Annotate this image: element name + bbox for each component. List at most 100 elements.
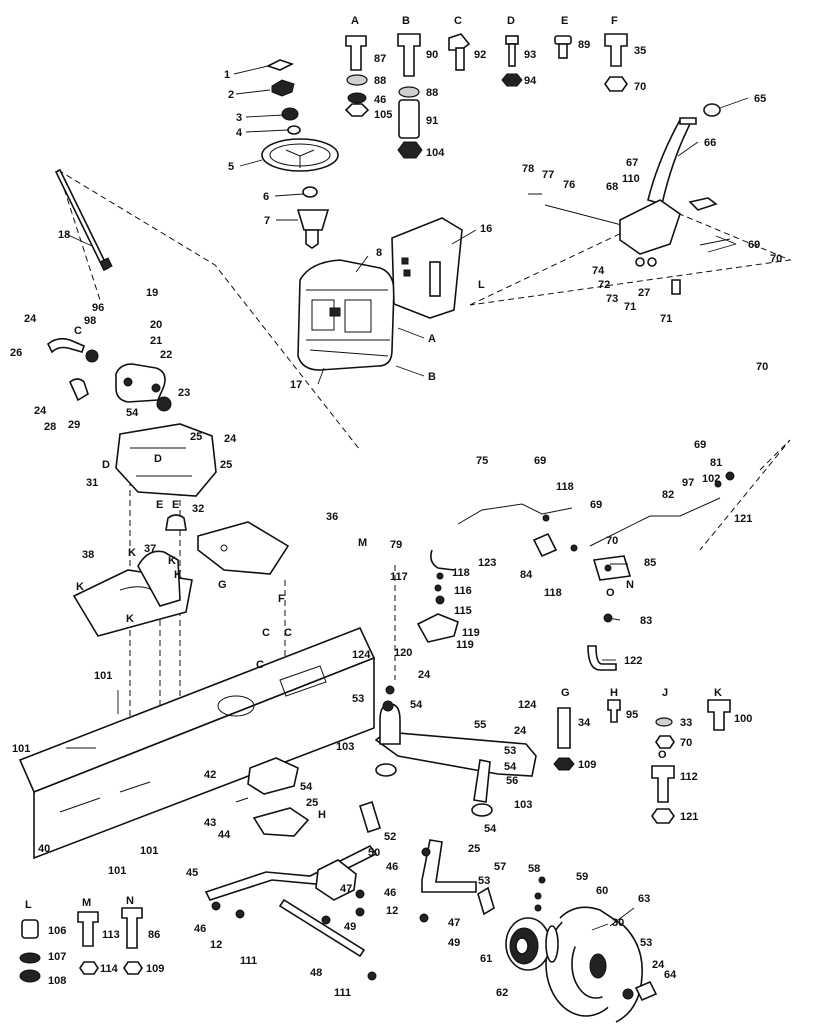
part-number: 22 xyxy=(160,349,172,361)
part-number: 24 xyxy=(514,725,527,737)
part-number: 67 xyxy=(626,157,638,169)
part-number: 82 xyxy=(662,489,674,501)
part-number: 25 xyxy=(468,843,480,855)
part-number: 53 xyxy=(640,937,652,949)
part-number: 1 xyxy=(224,69,230,81)
part-number: 94 xyxy=(524,75,537,87)
part-number: 24 xyxy=(652,959,665,971)
dash-housing xyxy=(297,259,395,371)
reference-letter: B xyxy=(428,371,436,383)
hardware-letter-n: N xyxy=(126,895,134,907)
part-number: 57 xyxy=(494,861,506,873)
part-number: 92 xyxy=(474,49,486,61)
part-number: 54 xyxy=(484,823,497,835)
reference-letter: L xyxy=(478,279,485,291)
part-number: 104 xyxy=(426,147,445,159)
part-number: 43 xyxy=(204,817,216,829)
part-number: 25 xyxy=(220,459,232,471)
part-number: 121 xyxy=(680,811,698,823)
hardware-letter-d: D xyxy=(507,15,515,27)
part-number: 46 xyxy=(194,923,206,935)
part-number: 71 xyxy=(660,313,672,325)
part-number: 113 xyxy=(102,929,120,941)
mounting-plates xyxy=(72,521,290,637)
part-number: 74 xyxy=(592,265,605,277)
part-number: 68 xyxy=(606,181,618,193)
part-number: 34 xyxy=(578,717,591,729)
part-number: 33 xyxy=(680,717,692,729)
part-number: 18 xyxy=(58,229,70,241)
part-number: 23 xyxy=(178,387,190,399)
part-number: 54 xyxy=(410,699,423,711)
part-number: 91 xyxy=(426,115,438,127)
part-number: 8 xyxy=(376,247,382,259)
reference-letter: K xyxy=(76,581,84,593)
part-number: 64 xyxy=(664,969,677,981)
part-number: 81 xyxy=(710,457,722,469)
part-number: 93 xyxy=(524,49,536,61)
part-number: 63 xyxy=(638,893,650,905)
part-number: 101 xyxy=(140,845,158,857)
hardware-letter-e: E xyxy=(561,15,568,27)
part-number: 12 xyxy=(386,905,398,917)
reference-letter: K xyxy=(126,613,134,625)
part-number: 46 xyxy=(374,94,386,106)
hardware-letter-h: H xyxy=(610,687,618,699)
reference-letter: C xyxy=(262,627,270,639)
part-number: 25 xyxy=(306,797,318,809)
part-number: 122 xyxy=(624,655,642,667)
reference-letter: F xyxy=(278,593,285,605)
part-number: 54 xyxy=(300,781,313,793)
reference-letter: H xyxy=(318,809,326,821)
part-number: 109 xyxy=(146,963,164,975)
part-number: 111 xyxy=(240,955,257,967)
tie-rod-assembly xyxy=(204,839,495,981)
part-number: 100 xyxy=(734,713,752,725)
part-number: 65 xyxy=(754,93,766,105)
hardware-letter-k: K xyxy=(714,687,722,699)
leader-lines xyxy=(65,65,749,931)
part-number: 21 xyxy=(150,335,162,347)
part-number: 53 xyxy=(504,745,516,757)
part-number: 37 xyxy=(144,543,156,555)
part-number: 87 xyxy=(374,53,386,65)
part-number: 25 xyxy=(190,431,202,443)
part-number: 118 xyxy=(556,481,574,493)
part-number: 83 xyxy=(640,615,652,627)
part-number: 88 xyxy=(374,75,386,87)
steering-wheel-assembly xyxy=(261,59,339,249)
part-number: 53 xyxy=(478,875,490,887)
part-number: 112 xyxy=(680,771,698,783)
part-number: 108 xyxy=(48,975,66,987)
part-number: 24 xyxy=(418,669,431,681)
part-number: 45 xyxy=(186,867,198,879)
part-number: 121 xyxy=(734,513,752,525)
part-number: 103 xyxy=(336,741,354,753)
left-upper-assembly xyxy=(46,168,217,531)
part-number: 76 xyxy=(563,179,575,191)
hardware-letter-b: B xyxy=(402,15,410,27)
hardware-set-c xyxy=(448,33,471,71)
part-number: 60 xyxy=(596,885,608,897)
part-number: 118 xyxy=(544,587,562,599)
part-number: 70 xyxy=(680,737,692,749)
part-number: 56 xyxy=(506,775,518,787)
part-number: 52 xyxy=(384,831,396,843)
part-number: 36 xyxy=(326,511,338,523)
part-number: 16 xyxy=(480,223,492,235)
part-number: 19 xyxy=(146,287,158,299)
part-number: 69 xyxy=(694,439,706,451)
hardware-letter-c: C xyxy=(454,15,462,27)
hardware-letter-o: O xyxy=(658,749,667,761)
reference-letter: C xyxy=(256,659,264,671)
part-number: 58 xyxy=(528,863,540,875)
part-number: 70 xyxy=(606,535,618,547)
reference-letter: G xyxy=(218,579,227,591)
part-number: 69 xyxy=(590,499,602,511)
part-number: 5 xyxy=(228,161,234,173)
part-number: 118 xyxy=(452,567,470,579)
hardware-set-a xyxy=(344,35,370,117)
part-number: 101 xyxy=(12,743,30,755)
part-number: 26 xyxy=(10,347,22,359)
part-number: 46 xyxy=(386,861,398,873)
